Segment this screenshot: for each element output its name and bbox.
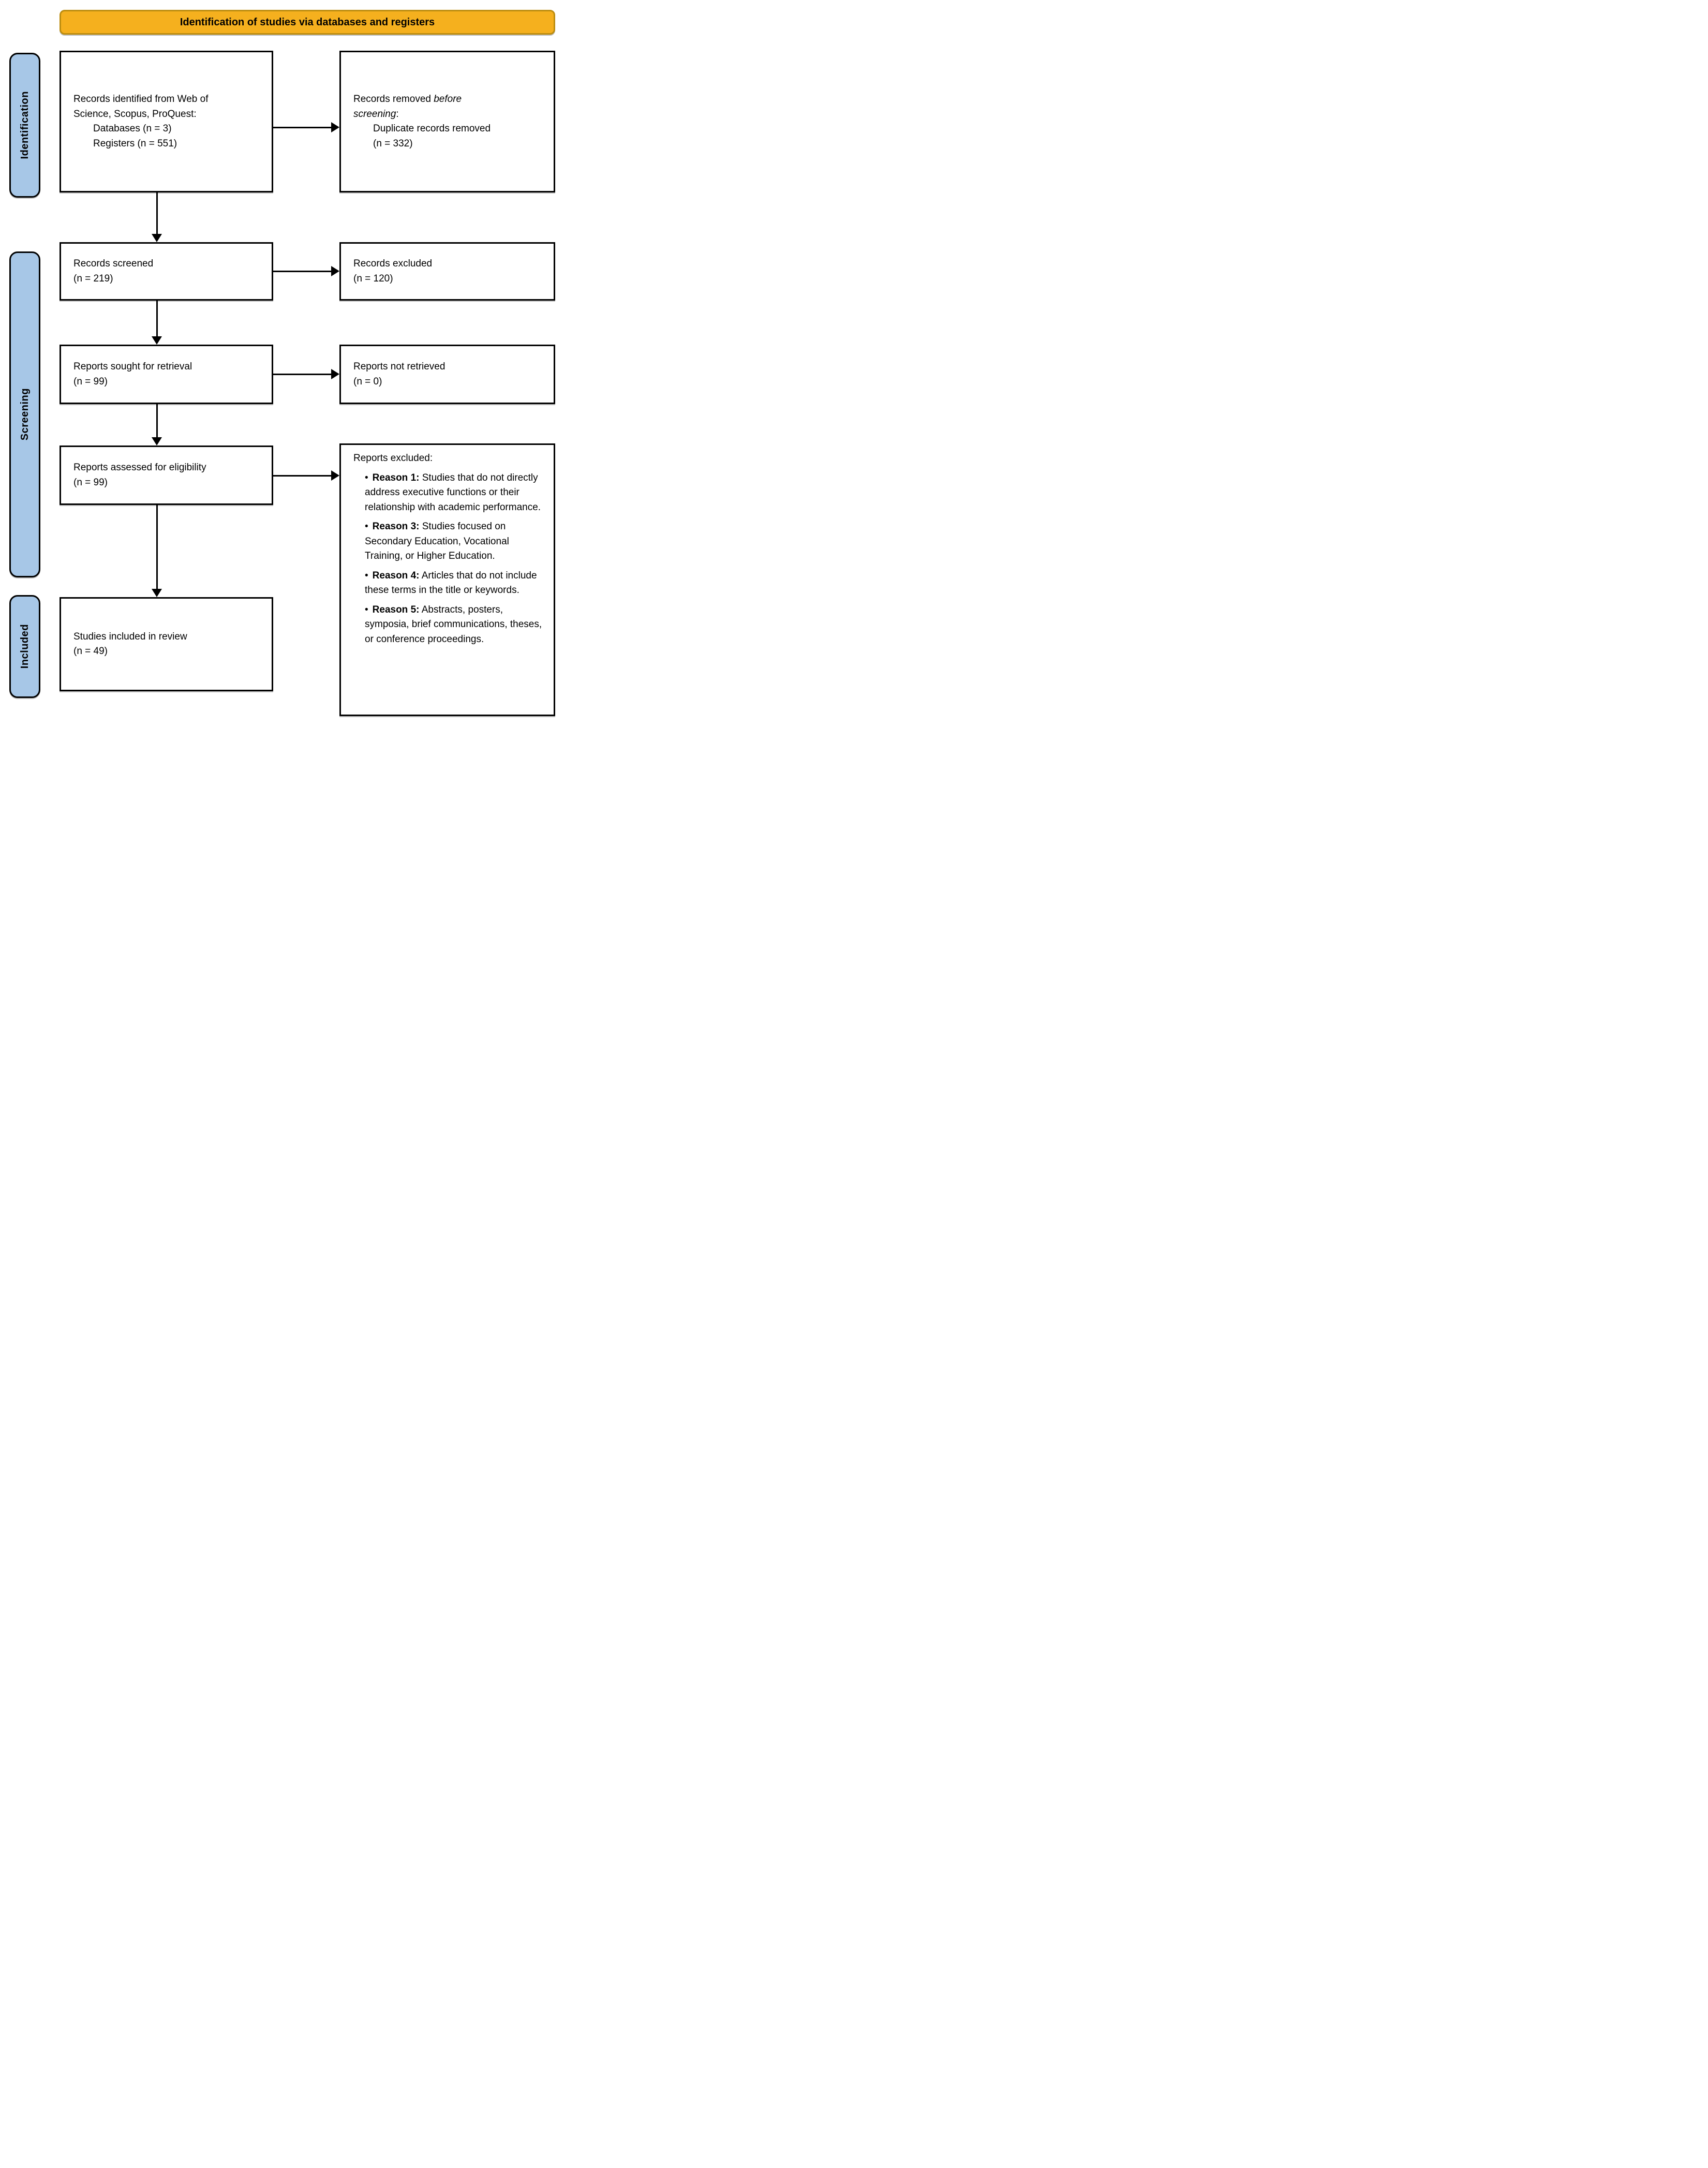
stage-bar-identification: Identification — [9, 53, 40, 198]
text-segment: Records removed — [353, 94, 434, 105]
bullet-icon: • — [365, 570, 368, 581]
arrow-shaft — [273, 126, 332, 128]
title-text: Identification of studies via databases … — [180, 16, 435, 28]
reason-item-3: • Reason 3: Studies focused on Secondary … — [353, 519, 547, 564]
reports-excluded-header: Reports excluded: — [353, 453, 433, 464]
text-segment-italic: before — [434, 94, 462, 105]
bullet-icon: • — [365, 521, 368, 532]
box-reports-sought: Reports sought for retrieval (n = 99) — [60, 345, 273, 404]
arrow-shaft — [156, 404, 158, 438]
box-line: Studies included in review — [73, 631, 187, 642]
reason-text: Abstracts, posters, symposia, brief comm… — [365, 604, 542, 645]
text-segment: : — [396, 108, 399, 120]
box-line-duplicates: Duplicate records removed — [373, 123, 491, 134]
arrowhead-icon — [331, 470, 339, 481]
arrow-identified-to-removed — [273, 122, 339, 132]
title-banner: Identification of studies via databases … — [60, 10, 555, 35]
box-line: Science, Scopus, ProQuest: — [73, 108, 197, 120]
reason-text: Articles that do not include these terms… — [365, 570, 537, 596]
box-line-count: (n = 99) — [73, 477, 108, 488]
box-line-count: (n = 99) — [73, 376, 108, 387]
arrowhead-icon — [152, 589, 162, 597]
box-records-screened: Records screened (n = 219) — [60, 242, 273, 301]
arrowhead-icon — [331, 266, 339, 276]
box-line-count: (n = 49) — [73, 646, 108, 657]
box-reports-excluded-reasons: Reports excluded: • Reason 1: Studies tha… — [339, 443, 555, 716]
box-line: Records identified from Web of — [73, 94, 209, 105]
box-line: Records removed before — [353, 92, 547, 107]
prisma-flow-diagram: Identification of studies via databases … — [0, 0, 569, 723]
stage-label-screening: Screening — [19, 388, 31, 441]
arrow-screened-to-sought — [152, 301, 162, 345]
box-line: Records screened — [73, 258, 154, 269]
box-line: Reports sought for retrieval — [73, 361, 192, 372]
box-line: screening: — [353, 107, 547, 122]
box-reports-assessed: Reports assessed for eligibility (n = 99… — [60, 446, 273, 505]
box-line: Records excluded — [353, 258, 433, 269]
box-studies-included: Studies included in review (n = 49) — [60, 597, 273, 691]
reason-label: Reason 1: — [372, 472, 420, 483]
bullet-icon: • — [365, 472, 368, 483]
arrowhead-icon — [152, 437, 162, 446]
reason-text: Studies focused on Secondary Education, … — [365, 521, 509, 561]
box-line: Reports not retrieved — [353, 361, 445, 372]
arrow-shaft — [156, 301, 158, 337]
reason-item-5: • Reason 5: Abstracts, posters, symposia,… — [353, 603, 547, 647]
bullet-icon: • — [365, 604, 368, 615]
reason-label: Reason 3: — [372, 521, 420, 532]
arrowhead-icon — [152, 336, 162, 345]
arrow-screened-to-excluded — [273, 266, 339, 276]
stage-label-identification: Identification — [19, 91, 31, 159]
stage-bar-included: Included — [9, 595, 40, 698]
box-records-removed: Records removed before screening: Duplic… — [339, 51, 555, 192]
reason-label: Reason 5: — [372, 604, 420, 615]
arrow-shaft — [156, 505, 158, 590]
box-line-count: (n = 219) — [73, 273, 113, 284]
box-records-identified: Records identified from Web of Science, … — [60, 51, 273, 192]
box-line-count: (n = 0) — [353, 376, 382, 387]
arrow-sought-to-assessed — [152, 404, 162, 446]
box-line: Reports assessed for eligibility — [73, 462, 206, 473]
box-line-duplicates-count: (n = 332) — [373, 138, 413, 149]
arrowhead-icon — [331, 369, 339, 379]
box-line-registers-count: Registers (n = 551) — [93, 138, 177, 149]
reason-item-4: • Reason 4: Articles that do not include … — [353, 569, 547, 598]
reason-item-1: • Reason 1: Studies that do not directly … — [353, 471, 547, 515]
arrowhead-icon — [152, 234, 162, 242]
box-line-databases-count: Databases (n = 3) — [93, 123, 172, 134]
reason-text: Studies that do not directly address exe… — [365, 472, 541, 513]
arrow-identified-to-screened — [152, 192, 162, 242]
stage-label-included: Included — [19, 624, 31, 669]
arrow-assessed-to-reports-excluded — [273, 470, 339, 481]
box-line-count: (n = 120) — [353, 273, 393, 284]
arrow-sought-to-not-retrieved — [273, 369, 339, 379]
arrow-shaft — [273, 373, 332, 375]
stage-bar-screening: Screening — [9, 251, 40, 577]
arrow-shaft — [156, 192, 158, 235]
reason-label: Reason 4: — [372, 570, 420, 581]
text-segment-italic: screening — [353, 108, 396, 120]
box-records-excluded: Records excluded (n = 120) — [339, 242, 555, 301]
arrow-shaft — [273, 474, 332, 477]
box-reports-not-retrieved: Reports not retrieved (n = 0) — [339, 345, 555, 404]
arrow-shaft — [273, 270, 332, 272]
arrow-assessed-to-included — [152, 505, 162, 597]
arrowhead-icon — [331, 122, 339, 132]
